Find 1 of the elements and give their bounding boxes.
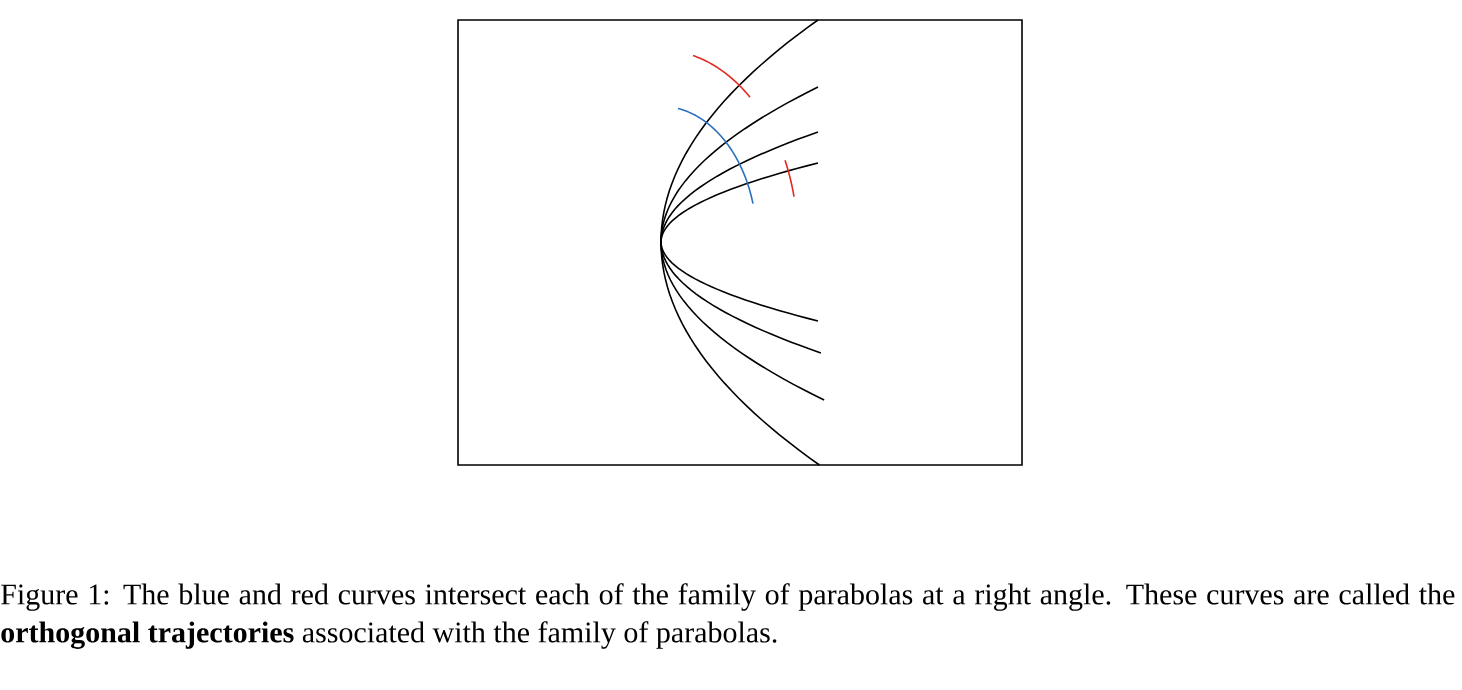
caption: Figure 1: The blue and red curves intersect each of the family of parabolas at a right angle. These curves are called the orthogonal trajectories associated with the family of parabolas. <box>1 583 1455 649</box>
